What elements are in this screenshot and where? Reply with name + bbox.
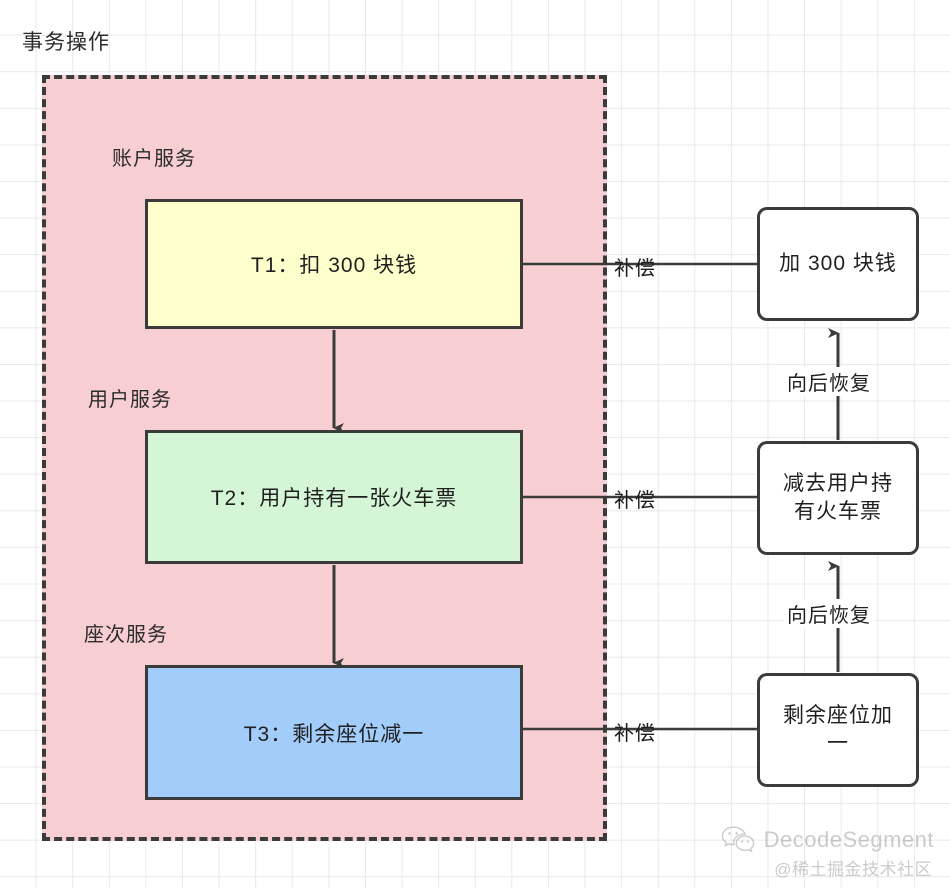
service-label-user: 用户服务 xyxy=(88,389,172,411)
watermark: DecodeSegment @稀土掘金技术社区 xyxy=(721,826,934,880)
transaction-node-t2[interactable]: T2：用户持有一张火车票 xyxy=(145,430,523,564)
wechat-icon xyxy=(721,826,754,853)
compensation-node-add-seat[interactable]: 剩余座位加一 xyxy=(757,673,919,787)
edge-label-rollback-1: 向后恢复 xyxy=(784,367,874,396)
edge-label-compensate-2: 补偿 xyxy=(614,490,656,512)
watermark-name: DecodeSegment xyxy=(763,827,934,852)
transaction-node-t1[interactable]: T1：扣 300 块钱 xyxy=(145,199,523,329)
edge-label-rollback-2: 向后恢复 xyxy=(784,599,874,628)
service-label-seat: 座次服务 xyxy=(84,624,168,646)
compensation-node-add-money[interactable]: 加 300 块钱 xyxy=(757,207,919,321)
transaction-node-t3[interactable]: T3：剩余座位减一 xyxy=(145,665,523,800)
service-label-account: 账户服务 xyxy=(112,148,196,170)
edge-label-compensate-1: 补偿 xyxy=(614,258,656,280)
group-title: 事务操作 xyxy=(22,31,110,54)
compensation-node-remove-ticket[interactable]: 减去用户持有火车票 xyxy=(757,441,919,555)
watermark-subtitle: @稀土掘金技术社区 xyxy=(774,860,932,879)
edge-label-compensate-3: 补偿 xyxy=(614,723,656,745)
